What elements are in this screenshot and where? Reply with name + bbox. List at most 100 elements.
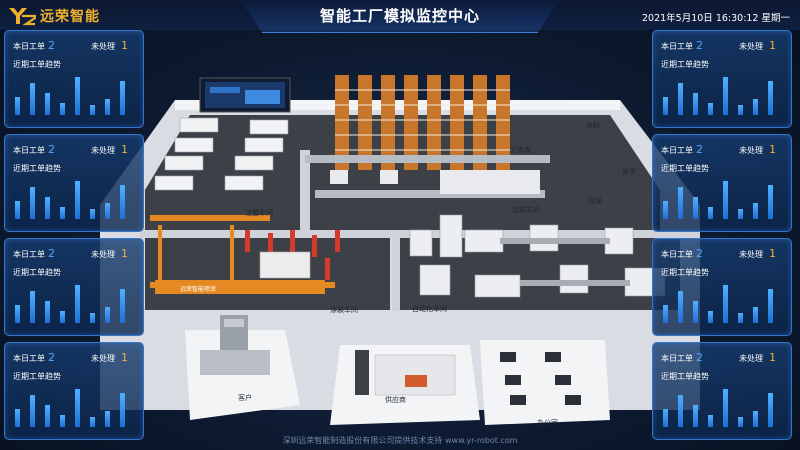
pending-count: 1 [769,39,776,52]
today-count: 2 [48,351,55,364]
trend-bar [663,409,668,427]
trend-bar [723,77,728,115]
title-frame [240,0,560,33]
trend-bar [678,395,683,427]
header-bar [0,0,800,33]
trend-bar [105,203,110,219]
trend-bar [768,289,773,323]
panel-summary: 本日工单 2 未处理 1 [13,247,128,260]
trend-bar [45,301,50,323]
trend-bar [45,93,50,115]
panel-summary: 本日工单 2 未处理 1 [661,39,776,52]
trend-bar [75,77,80,115]
trend-bar [60,103,65,115]
trend-bar [45,197,50,219]
today-count: 2 [696,351,703,364]
trend-bars [663,75,781,115]
trend-bar [678,83,683,115]
stats-panel-left-2[interactable]: 本日工单 2 未处理 1 近期工单趋势 [4,134,144,232]
label-pack: 包装车间 [512,205,540,214]
today-label: 本日工单 [13,250,45,259]
trend-bars [663,283,781,323]
trend-bar [90,313,95,323]
trend-bar [678,187,683,219]
trend-label: 近期工单趋势 [661,60,709,69]
trend-bar [90,209,95,219]
factory-floor-illustration: 来料 立体库 发货 码垛 包装车间 注塑车间 涂装车间 自动化车间 客户 供应商… [100,75,700,427]
label-paint-banner: 远荣智能喷涂 [180,285,216,293]
trend-bars [15,75,133,115]
trend-bar [678,291,683,323]
today-label: 本日工单 [13,146,45,155]
label-line: 码垛 [588,196,602,205]
pending-label: 未处理 [739,354,763,363]
stats-panel-right-3[interactable]: 本日工单 2 未处理 1 近期工单趋势 [652,238,792,336]
trend-bar [753,99,758,115]
today-count: 2 [696,39,703,52]
stats-panel-right-4[interactable]: 本日工单 2 未处理 1 近期工单趋势 [652,342,792,440]
pending-count: 1 [121,143,128,156]
trend-label: 近期工单趋势 [13,372,61,381]
trend-bar [738,417,743,427]
trend-bar [15,201,20,219]
today-count: 2 [696,143,703,156]
trend-label: 近期工单趋势 [661,164,709,173]
trend-bar [663,97,668,115]
label-inject: 注塑车间 [245,208,273,217]
pending-label: 未处理 [739,146,763,155]
stats-panel-right-2[interactable]: 本日工单 2 未处理 1 近期工单趋势 [652,134,792,232]
trend-bar [105,411,110,427]
stats-panel-left-3[interactable]: 本日工单 2 未处理 1 近期工单趋势 [4,238,144,336]
trend-bar [45,405,50,427]
trend-bar [708,415,713,427]
trend-label: 近期工单趋势 [661,268,709,277]
trend-bar [30,187,35,219]
trend-bar [693,405,698,427]
label-warehouse: 立体库 [510,145,531,154]
trend-bar [120,81,125,115]
pending-count: 1 [121,39,128,52]
footer-credit: 深圳远荣智能制造股份有限公司提供技术支持 www.yr-robot.com [282,436,518,445]
trend-bar [753,411,758,427]
trend-label: 近期工单趋势 [13,164,61,173]
today-label: 本日工单 [13,42,45,51]
trend-bar [723,285,728,323]
trend-bar [708,311,713,323]
panel-summary: 本日工单 2 未处理 1 [13,351,128,364]
trend-bar [753,203,758,219]
factory-scene: 来料 立体库 发货 码垛 包装车间 注塑车间 涂装车间 自动化车间 客户 供应商… [0,30,800,430]
label-raw: 来料 [586,121,600,130]
today-count: 2 [48,39,55,52]
logo-icon [8,6,37,26]
trend-bar [90,417,95,427]
trend-bar [60,311,65,323]
trend-bar [105,307,110,323]
trend-bar [768,81,773,115]
trend-bar [30,291,35,323]
stats-panel-right-1[interactable]: 本日工单 2 未处理 1 近期工单趋势 [652,30,792,128]
trend-bar [30,395,35,427]
trend-label: 近期工单趋势 [661,372,709,381]
panel-summary: 本日工单 2 未处理 1 [661,143,776,156]
today-label: 本日工单 [661,42,693,51]
stats-panel-left-4[interactable]: 本日工单 2 未处理 1 近期工单趋势 [4,342,144,440]
pending-label: 未处理 [739,250,763,259]
pending-label: 未处理 [91,42,115,51]
logo: 远荣智能 [8,5,100,27]
trend-bar [738,313,743,323]
today-label: 本日工单 [661,250,693,259]
trend-bar [663,305,668,323]
today-count: 2 [48,247,55,260]
trend-bars [15,283,133,323]
trend-bar [15,409,20,427]
trend-bar [75,181,80,219]
stats-panel-left-1[interactable]: 本日工单 2 未处理 1 近期工单趋势 [4,30,144,128]
warehouse-racks [335,75,510,170]
trend-label: 近期工单趋势 [13,268,61,277]
pending-count: 1 [121,247,128,260]
page-title: 智能工厂模拟监控中心 [319,7,480,25]
label-supplier: 供应商 [385,395,406,404]
today-count: 2 [696,247,703,260]
trend-bar [738,105,743,115]
panel-summary: 本日工单 2 未处理 1 [661,351,776,364]
